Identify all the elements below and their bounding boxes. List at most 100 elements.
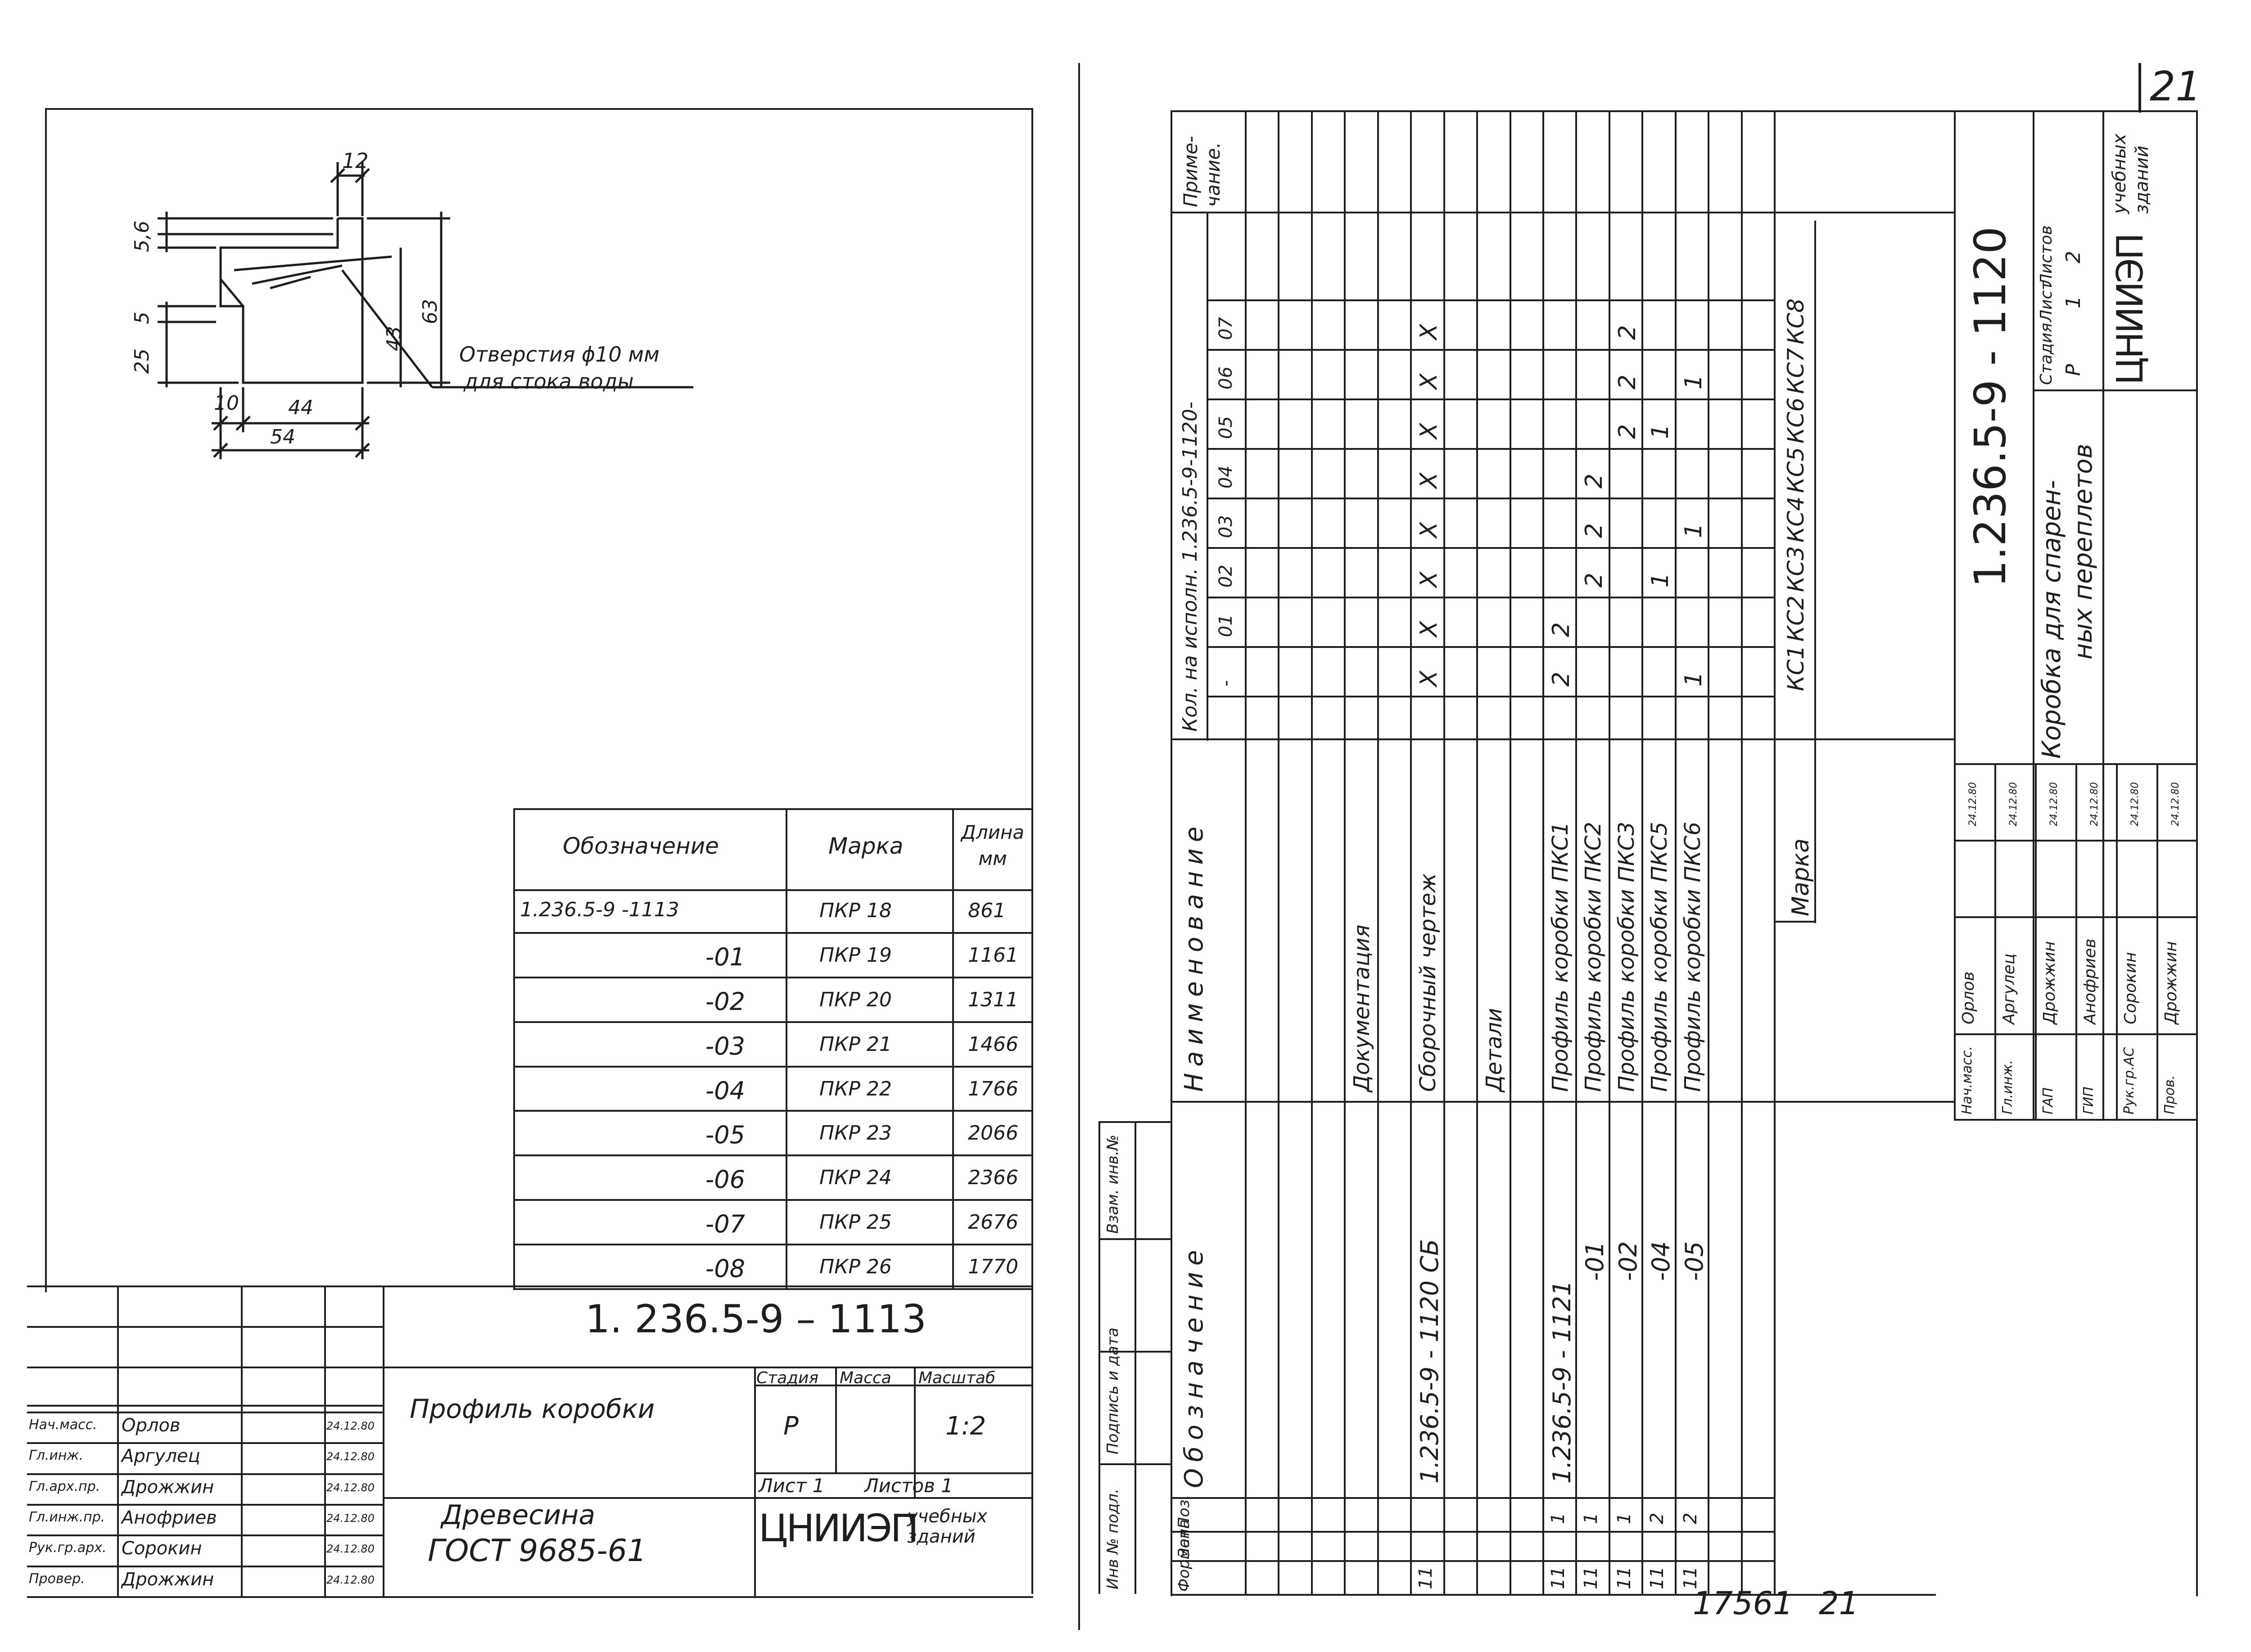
right-title-block: 1.236.5-9 - 1120 Коробка для спарен- ных… <box>1954 110 2197 1121</box>
table-row-mark: ПКР 25 <box>819 1211 892 1234</box>
drain-note-line1: Отверстия ϕ10 мм <box>459 342 660 367</box>
table-row-designation: 1.236.5-9 -1113 <box>520 898 679 921</box>
spec-qty-cell: X <box>1415 571 1443 588</box>
right-title-line2: ных переплетов <box>2069 444 2098 660</box>
right-stage: Р <box>2062 364 2085 376</box>
rpeople-h1 <box>1954 1033 2197 1035</box>
rpeople-col-line <box>2156 763 2158 1119</box>
tb-v7 <box>914 1367 916 1497</box>
people-row-line <box>27 1565 383 1567</box>
variant-sep <box>1207 349 1774 351</box>
person-role: Гл.арх.пр. <box>29 1478 100 1494</box>
mark-label: КС2 <box>1783 595 1809 642</box>
right-org-sub1: учебных <box>2109 134 2130 214</box>
left-frame-top <box>45 108 1033 110</box>
person-name: Дрожжин <box>122 1569 214 1590</box>
stamp-h1 <box>1098 1238 1171 1240</box>
spec-row-separator <box>1476 110 1478 1594</box>
col-name-label: Наименование <box>1180 820 1209 1092</box>
col-qty-label: Кол. на исполн. 1.236.5-9-1120- <box>1179 402 1202 732</box>
tb-line-r1 <box>27 1326 383 1328</box>
people-row-line <box>27 1504 383 1506</box>
spec-qty-cell: 2 <box>1581 473 1608 489</box>
right-frame-right <box>2196 110 2198 1596</box>
spec-row-pos: 1 <box>1581 1512 1602 1524</box>
spec-row-separator <box>1278 110 1280 1594</box>
table-border-top <box>513 808 1033 810</box>
person-role: Нач.масс. <box>29 1417 97 1433</box>
left-frame-right <box>1031 108 1033 1594</box>
variant-sep <box>1207 646 1774 648</box>
spec-qty-cell: X <box>1415 324 1443 340</box>
table-row-mark: ПКР 20 <box>819 988 892 1011</box>
spec-row-separator <box>1245 110 1247 1594</box>
rperson-date: 24.12.80 <box>2089 782 2100 826</box>
rperson-role: ГАП <box>2040 1087 2056 1114</box>
stamp-v1 <box>1098 1121 1100 1594</box>
left-title: Профиль коробки <box>410 1394 655 1424</box>
stamp-h2 <box>1098 1351 1171 1353</box>
stamp-replace-inv: Взам. инв.№ <box>1104 1134 1122 1234</box>
table-row-length: 1766 <box>968 1077 1018 1100</box>
variant-sep <box>1207 498 1774 499</box>
variant-sep <box>1207 299 1774 301</box>
tb-v3 <box>324 1285 326 1596</box>
rpeople-col-line <box>1994 763 1996 1119</box>
header-length: Длина мм <box>961 821 1025 869</box>
rperson-name: Аргулец <box>2000 953 2018 1024</box>
table-row-length: 2366 <box>968 1166 1018 1190</box>
spec-qty-cell: 2 <box>1614 424 1641 439</box>
dim-10: 10 <box>214 392 239 415</box>
header-designation: Обозначение <box>563 833 719 859</box>
spec-row-designation: -01 <box>1581 1241 1609 1281</box>
spec-qty-cell: X <box>1415 670 1443 687</box>
stamp-top <box>1098 1121 1171 1123</box>
table-row-line <box>513 1288 1033 1290</box>
variant-label: 03 <box>1216 515 1236 538</box>
spec-row-format: 11 <box>1614 1566 1635 1589</box>
left-scale: 1:2 <box>945 1412 986 1441</box>
variant-label: 02 <box>1216 565 1236 588</box>
variant-sep <box>1207 398 1774 400</box>
person-date: 24.12.80 <box>326 1512 375 1525</box>
col-designation-label: Обозначение <box>1180 1244 1209 1488</box>
spec-qty-cell: 1 <box>1680 374 1707 389</box>
tb-v4 <box>383 1285 384 1596</box>
left-sheet-label: Лист 1 <box>759 1475 825 1497</box>
person-date: 24.12.80 <box>326 1450 375 1463</box>
people-row-line <box>27 1442 383 1444</box>
header-mark: Марка <box>828 833 904 859</box>
spec-qty-cell: 1 <box>1647 572 1674 588</box>
table-row-mark: ПКР 18 <box>819 899 892 922</box>
spec-row-format: 11 <box>1415 1566 1437 1589</box>
tb-line-r4 <box>754 1385 1033 1386</box>
variant-sep <box>1207 547 1774 549</box>
mark-label: КС6 <box>1783 397 1809 444</box>
right-sheet: Взам. инв.№ Подпись и дата Инв № подл. -… <box>1080 0 2251 1652</box>
left-mass-label: Масса <box>840 1369 891 1387</box>
spec-row-designation: -05 <box>1680 1241 1709 1281</box>
stamp-sign-date: Подпись и дата <box>1104 1327 1122 1454</box>
table-row-line <box>513 976 1033 978</box>
rpeople-col-line <box>2075 763 2077 1119</box>
spec-row-name: Профиль коробки ПКС2 <box>1581 822 1606 1092</box>
right-org: ЦНИИЭП <box>2109 235 2151 385</box>
tb-line-top <box>27 1285 1033 1287</box>
rperson-date: 24.12.80 <box>2129 782 2141 826</box>
spec-qty-cell: X <box>1415 522 1443 538</box>
spec-row-pos: 2 <box>1647 1512 1668 1524</box>
dim-44: 44 <box>288 396 313 419</box>
person-role: Провер. <box>29 1571 85 1587</box>
stamp-h3 <box>1098 1463 1171 1465</box>
profile-drawing <box>158 162 693 459</box>
variant-label: 04 <box>1216 466 1236 489</box>
people-row-line <box>27 1473 383 1475</box>
right-title-line1: Коробка для спарен- <box>2037 480 2066 759</box>
tb-line-r6 <box>754 1472 1033 1474</box>
sheet-center-divider <box>1078 63 1080 1630</box>
table-row-line <box>513 1110 1033 1112</box>
spec-h-note <box>1171 212 1954 213</box>
table-border-left <box>513 808 515 1290</box>
dim-5-6: 5,6 <box>131 221 154 252</box>
